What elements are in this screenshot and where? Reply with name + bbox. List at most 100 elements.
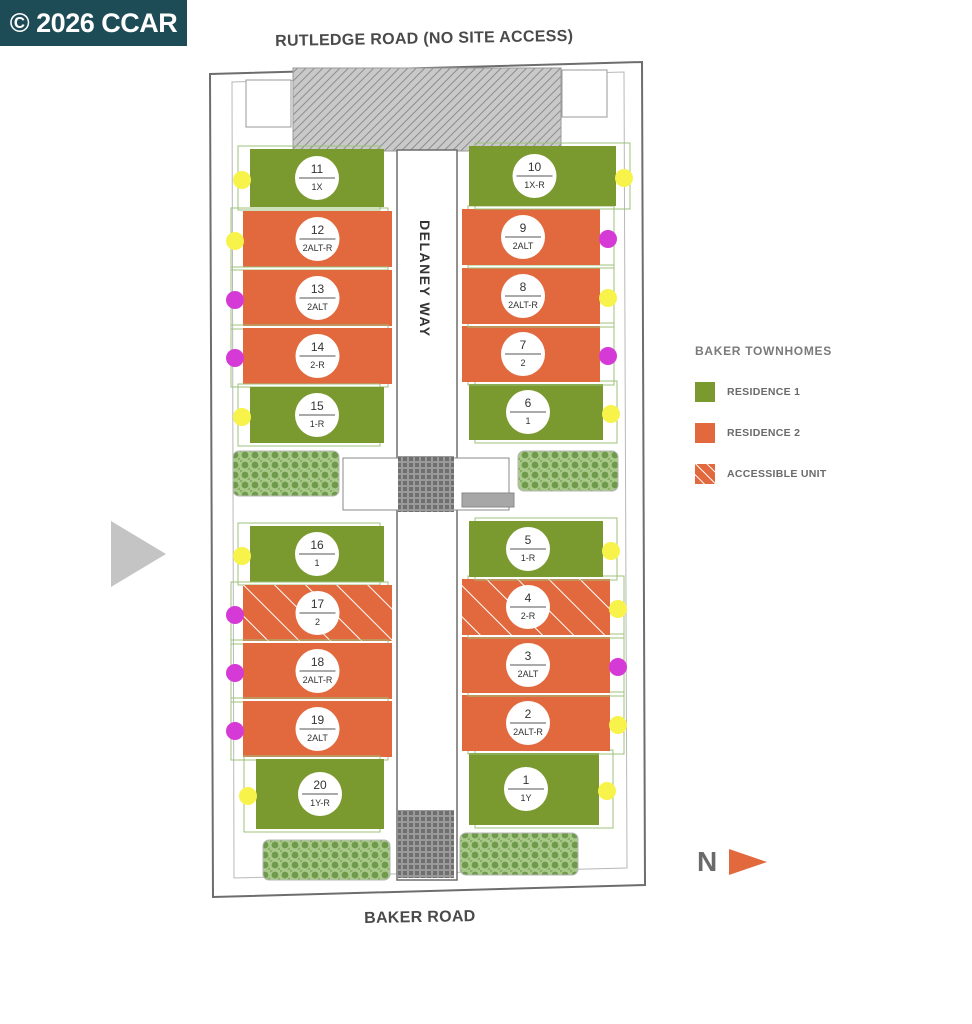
rutledge-frontage — [245, 67, 608, 152]
legend-item-residence-2: RESIDENCE 2 — [695, 423, 925, 443]
unit-number: 8 — [520, 280, 527, 294]
unit-17[interactable]: 17 2 — [226, 581, 392, 645]
unit-18[interactable]: 18 2ALT-R — [226, 639, 392, 703]
legend-title: BAKER TOWNHOMES — [695, 344, 832, 358]
unit-type: 1X-R — [524, 180, 545, 190]
unit-type: 1X — [311, 182, 322, 192]
unit-marker-yellow — [598, 782, 616, 800]
unit-marker-yellow — [233, 547, 251, 565]
legend-swatch-residence-1 — [695, 382, 715, 402]
play-arrow-icon[interactable] — [111, 521, 166, 587]
legend-label-residence-2: RESIDENCE 2 — [727, 427, 801, 439]
unit-9[interactable]: 9 2ALT — [462, 205, 617, 269]
unit-marker-yellow — [602, 542, 620, 560]
legend-item-accessible-unit: ACCESSIBLE UNIT — [695, 464, 925, 484]
unit-type: 2ALT — [307, 733, 328, 743]
unit-7[interactable]: 72 — [462, 322, 617, 386]
unit-marker-magenta — [226, 664, 244, 682]
unit-number: 9 — [520, 221, 527, 235]
unit-type: 2ALT — [307, 302, 328, 312]
unit-type: 1 — [314, 558, 319, 568]
legend: BAKER TOWNHOMES RESIDENCE 1 RESIDENCE 2 … — [695, 344, 925, 505]
legend-swatch-accessible-unit — [695, 464, 715, 484]
unit-marker-yellow — [226, 232, 244, 250]
unit-15[interactable]: 15 1-R — [233, 383, 384, 447]
unit-number: 13 — [311, 282, 325, 296]
unit-type: 2ALT-R — [303, 243, 333, 253]
unit-number: 3 — [525, 649, 532, 663]
unit-number: 17 — [311, 597, 325, 611]
unit-type: 2 — [520, 358, 525, 368]
unit-marker-magenta — [609, 658, 627, 676]
unit-number: 19 — [311, 713, 325, 727]
unit-type: 1 — [525, 416, 530, 426]
unit-type: 2ALT-R — [508, 300, 538, 310]
unit-marker-yellow — [609, 600, 627, 618]
unit-number: 14 — [311, 340, 325, 354]
unit-number: 12 — [311, 223, 325, 237]
unit-marker-magenta — [599, 230, 617, 248]
north-arrow-icon — [729, 849, 768, 875]
unit-number: 11 — [311, 162, 324, 176]
unit-type: 2ALT-R — [303, 675, 333, 685]
unit-marker-yellow — [609, 716, 627, 734]
unit-marker-yellow — [233, 408, 251, 426]
unit-19[interactable]: 19 2ALT — [226, 697, 392, 761]
unit-6[interactable]: 61 — [469, 380, 620, 444]
unit-number: 10 — [528, 160, 542, 174]
unit-number: 4 — [525, 591, 532, 605]
unit-13[interactable]: 13 2ALT — [226, 266, 392, 330]
unit-14[interactable]: 14 2-R — [226, 324, 392, 388]
copyright-watermark: © 2026 CCAR — [0, 0, 187, 46]
unit-number: 15 — [310, 399, 324, 413]
unit-type: 1Y-R — [310, 798, 330, 808]
unit-marker-magenta — [226, 349, 244, 367]
unit-marker-magenta — [226, 291, 244, 309]
unit-number: 18 — [311, 655, 325, 669]
unit-number: 16 — [310, 538, 324, 552]
unit-number: 6 — [525, 396, 532, 410]
legend-label-residence-1: RESIDENCE 1 — [727, 386, 801, 398]
unit-type: 1-R — [310, 419, 325, 429]
unit-marker-magenta — [599, 347, 617, 365]
unit-type: 2ALT — [518, 669, 539, 679]
unit-marker-magenta — [226, 606, 244, 624]
unit-11[interactable]: 11 1X — [233, 145, 384, 211]
unit-marker-yellow — [239, 787, 257, 805]
legend-swatch-residence-2 — [695, 423, 715, 443]
unit-type: 2-R — [521, 611, 536, 621]
street-label-delaney-way: DELANEY WAY — [417, 220, 433, 338]
unit-marker-yellow — [615, 169, 633, 187]
unit-3[interactable]: 3 2ALT — [462, 633, 627, 697]
unit-type: 2-R — [310, 360, 325, 370]
unit-number: 7 — [520, 338, 527, 352]
unit-10[interactable]: 10 1X-R — [469, 142, 633, 210]
unit-5[interactable]: 51-R — [469, 517, 620, 581]
unit-type: 2ALT — [513, 241, 534, 251]
unit-type: 1Y — [520, 793, 531, 803]
unit-number: 1 — [523, 773, 530, 787]
landscape-areas — [232, 450, 619, 881]
paver-crosswalk-entry — [398, 810, 454, 878]
unit-number: 20 — [313, 778, 327, 792]
unit-4[interactable]: 4 2-R — [462, 575, 627, 639]
unit-marker-yellow — [599, 289, 617, 307]
units-layer: 11Y22ALT-R32ALT42-R51-R617282ALT-R92ALT1… — [226, 142, 633, 833]
unit-type: 2 — [315, 617, 320, 627]
north-indicator: N — [697, 846, 769, 878]
unit-8[interactable]: 8 2ALT-R — [462, 264, 617, 328]
unit-marker-yellow — [602, 405, 620, 423]
north-label: N — [697, 846, 718, 877]
unit-marker-yellow — [233, 171, 251, 189]
paver-crosswalk-center — [398, 456, 454, 512]
unit-12[interactable]: 12 2ALT-R — [226, 207, 392, 271]
unit-16[interactable]: 16 1 — [233, 522, 384, 586]
unit-type: 2ALT-R — [513, 727, 543, 737]
unit-number: 2 — [525, 707, 532, 721]
unit-2[interactable]: 2 2ALT-R — [462, 691, 627, 755]
legend-item-residence-1: RESIDENCE 1 — [695, 382, 925, 402]
unit-20[interactable]: 20 1Y-R — [239, 755, 384, 833]
unit-1[interactable]: 1 1Y — [469, 749, 616, 829]
unit-type: 1-R — [521, 553, 536, 563]
